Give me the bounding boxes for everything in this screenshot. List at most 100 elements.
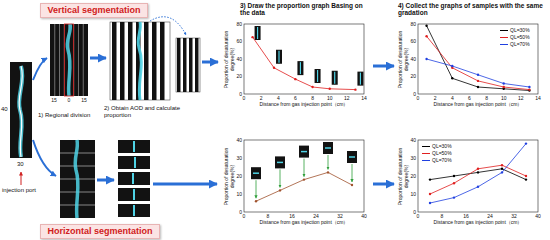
legend-item: QL=50%: [500, 34, 530, 40]
plot-frame: [244, 140, 364, 212]
tick-label: 8: [267, 214, 270, 219]
tick-label: 0: [417, 214, 420, 219]
stripe-bars: [112, 22, 165, 100]
tick-label: 32: [337, 214, 343, 219]
data-point: [429, 193, 431, 195]
tick-label: 6: [294, 96, 297, 101]
data-point: [329, 88, 331, 90]
flow-arrow: [153, 183, 217, 186]
stripe-bars: [177, 38, 199, 92]
segment-stack: [118, 140, 150, 217]
tick-label: 0: [417, 96, 420, 101]
dimension-label: 30: [17, 161, 24, 168]
data-point: [477, 80, 479, 82]
sample-thumbnail: [275, 156, 285, 168]
data-point: [528, 88, 530, 90]
data-point: [525, 175, 527, 177]
data-point: [501, 168, 503, 170]
data-point: [503, 82, 505, 84]
gas-plume: [334, 72, 335, 84]
data-point: [477, 168, 479, 170]
dimension-label: 15: [81, 98, 87, 104]
tick-label: 40: [410, 138, 416, 143]
flow-connector: [373, 65, 394, 68]
data-point: [453, 196, 455, 198]
gas-plume: [278, 51, 279, 63]
flow-arrow: [202, 61, 218, 64]
tick-label: 2: [434, 96, 437, 101]
data-line: [253, 37, 356, 90]
tick-label: 20: [410, 74, 416, 79]
sample-thumbnail: [347, 151, 357, 163]
legend-item: QL=70%: [500, 41, 530, 47]
sample-thumbnail: [299, 146, 309, 158]
data-point: [501, 164, 503, 166]
sample-thumbnail: [276, 50, 282, 64]
data-point: [311, 86, 313, 88]
gas-plume: [277, 162, 283, 164]
tick-label: 12: [344, 96, 350, 101]
tick-label: 32: [511, 214, 517, 219]
tick-label: 0: [243, 96, 246, 101]
gas-plume: [300, 62, 301, 74]
tick-label: 16: [463, 214, 469, 219]
y-axis-title: Proportion of desaturation degree(%): [223, 140, 234, 212]
dimension-label: 15: [51, 98, 57, 104]
legend-text: QL=50%: [432, 150, 452, 156]
data-point: [528, 89, 530, 91]
tick-label: 60: [410, 39, 416, 44]
plot-frame: [244, 24, 364, 94]
gas-plume: [138, 22, 141, 100]
data-point: [273, 67, 275, 69]
tick-label: 0: [413, 92, 416, 97]
sample-thumbnail: [332, 71, 338, 85]
x-axis-title: Distance from gas injection point（cm）: [418, 220, 538, 226]
tick-label: 16: [289, 214, 295, 219]
data-point: [303, 178, 305, 180]
gas-plume: [257, 27, 258, 39]
segmentation-title: Vertical segmentation: [41, 4, 147, 17]
data-point: [477, 86, 479, 88]
data-point: [453, 175, 455, 177]
data-point: [251, 36, 253, 38]
tick-label: 20: [236, 174, 242, 179]
tick-label: 30: [236, 156, 242, 161]
x-axis-title: Distance from gas injection point（cm）: [418, 102, 538, 108]
tick-label: 0: [413, 210, 416, 215]
legend-text: QL=70%: [510, 41, 530, 47]
data-point: [255, 200, 257, 202]
step-caption: 3) Draw the proportion graph Basing on t…: [240, 2, 372, 17]
flow-arrow: [33, 140, 56, 176]
legend-swatch: [422, 153, 430, 155]
flow-arrow: [97, 179, 114, 182]
injection-arrow: [21, 172, 22, 185]
data-point: [477, 171, 479, 173]
tick-label: 60: [236, 39, 242, 44]
legend-text: QL=30%: [510, 27, 530, 33]
legend-item: QL=70%: [422, 157, 452, 163]
data-point: [453, 182, 455, 184]
gas-plume-core: [19, 66, 22, 157]
tick-label: 40: [236, 57, 242, 62]
sample-thumbnail: [297, 61, 303, 75]
data-point: [525, 178, 527, 180]
tick-label: 0: [239, 92, 242, 97]
strip-panel: [176, 38, 200, 92]
pointer-arrow: [280, 169, 281, 187]
tick-label: 4: [277, 96, 280, 101]
data-point: [451, 77, 453, 79]
flow-arrow: [33, 58, 47, 80]
legend-item: QL=30%: [500, 27, 530, 33]
gas-plume: [317, 70, 318, 82]
data-line: [430, 144, 526, 203]
legend-swatch: [422, 146, 430, 148]
data-point: [477, 74, 479, 76]
x-axis-title: Distance from gas injection point（cm）: [244, 220, 364, 226]
data-point: [354, 88, 356, 90]
data-point: [279, 189, 281, 191]
data-point: [425, 58, 427, 60]
tick-label: 14: [361, 96, 367, 101]
segmentation-box: Vertical segmentation: [40, 3, 148, 18]
sample-thumbnail: [357, 72, 363, 86]
